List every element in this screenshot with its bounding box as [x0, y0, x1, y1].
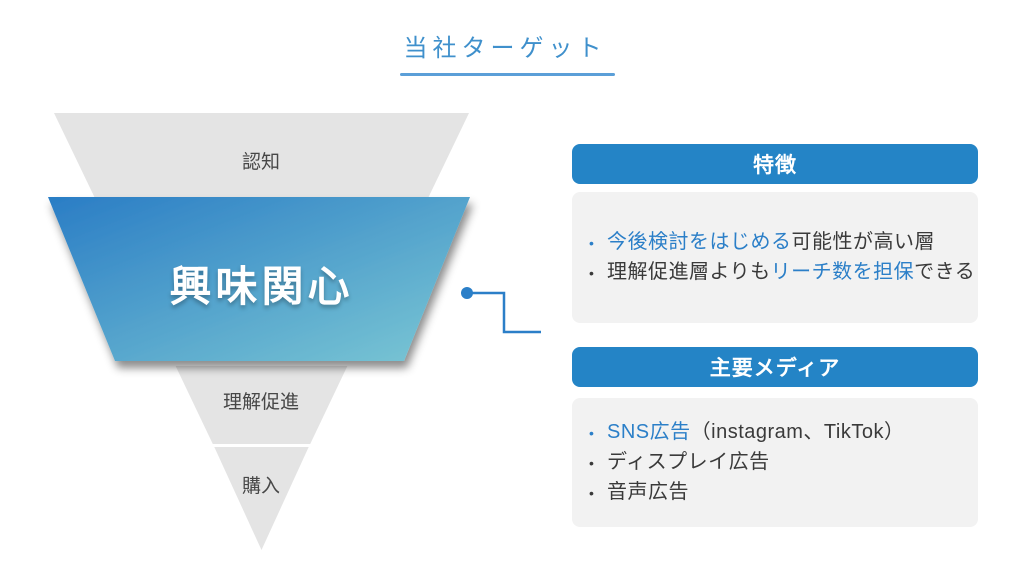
bullet-dot-icon: • — [589, 454, 595, 471]
funnel-label-purchase: 購入 — [241, 476, 280, 497]
bullet-item: • 今後検討をはじめる可能性が高い層 — [589, 228, 978, 258]
bullet-dot-icon: • — [589, 234, 595, 251]
bullet-text: 今後検討をはじめる可能性が高い層 — [607, 230, 935, 253]
funnel-stage-purchase-shape — [214, 447, 309, 550]
connector-dot — [461, 287, 473, 299]
features-panel-header: 特徴 — [572, 144, 978, 184]
connector-line — [467, 291, 541, 334]
funnel-stage-awareness-shape — [54, 113, 469, 197]
bullet-dot-icon: • — [589, 484, 595, 501]
bullet-item: • SNS広告（instagram、TikTok） — [589, 418, 978, 448]
funnel-stage-consideration-shape — [175, 366, 348, 444]
funnel-label-awareness: 認知 — [241, 152, 280, 173]
funnel-label-consideration: 理解促進 — [222, 392, 299, 413]
bullet-item: • 理解促進層よりもリーチ数を担保できる — [589, 258, 978, 288]
bullet-item: • ディスプレイ広告 — [589, 448, 978, 478]
bullet-item: • 音声広告 — [589, 478, 978, 508]
features-panel-body: • 今後検討をはじめる可能性が高い層 • 理解促進層よりもリーチ数を担保できる — [572, 192, 978, 323]
bullet-dot-icon: • — [589, 424, 595, 441]
bullet-text: ディスプレイ広告 — [607, 450, 770, 473]
bullet-dot-icon: • — [589, 264, 595, 281]
media-panel-body: • SNS広告（instagram、TikTok） • ディスプレイ広告 • 音声広告 — [572, 398, 978, 527]
page-title: 当社ターゲット — [403, 35, 607, 62]
funnel-label-interest: 興味関心 — [169, 263, 354, 310]
bullet-text: 音声広告 — [607, 480, 689, 503]
funnel-stage-interest-shape — [48, 197, 470, 361]
bullet-text: 理解促進層よりもリーチ数を担保できる — [607, 260, 976, 283]
title-underline — [400, 73, 615, 76]
media-panel-header: 主要メディア — [572, 347, 978, 387]
bullet-text: SNS広告（instagram、TikTok） — [607, 420, 905, 443]
